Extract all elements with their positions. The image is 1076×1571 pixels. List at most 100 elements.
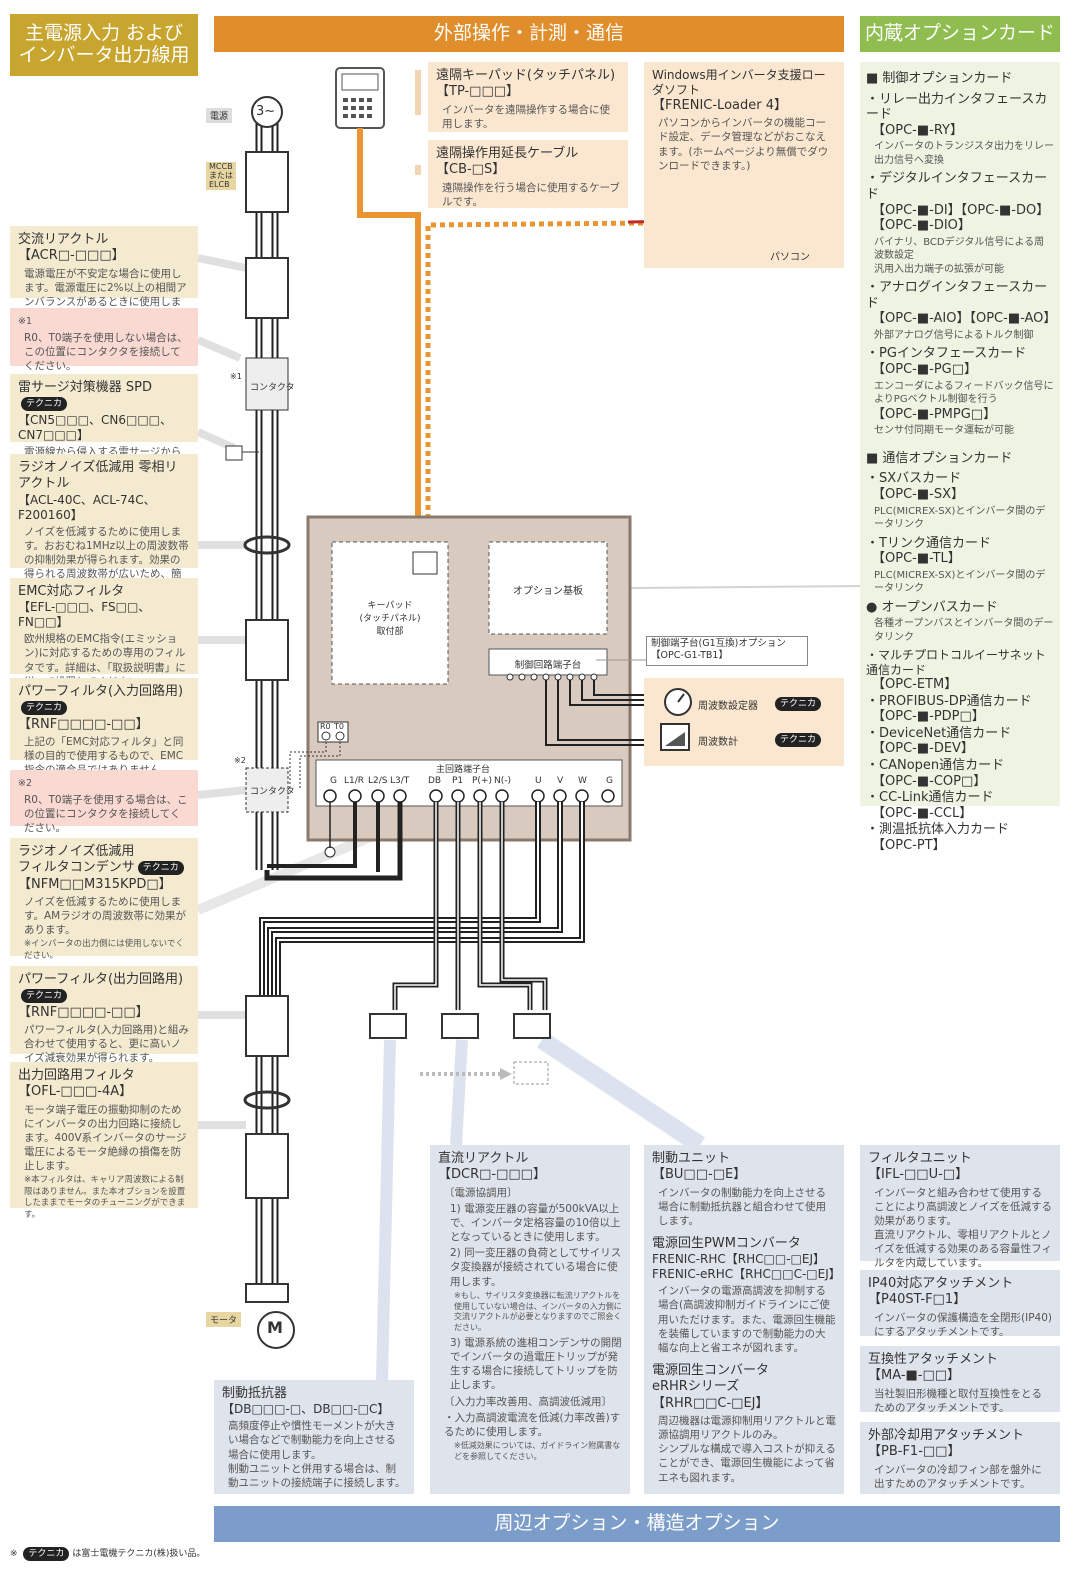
card-pg-code: 【OPC-■-PG□】 [872, 362, 978, 378]
pfout-title: パワーフィルタ(出力回路用) [18, 972, 184, 987]
r0-label: R0 [320, 722, 331, 731]
dbr-title: 制動抵抗器 [222, 1386, 288, 1401]
card-etm-name: ・マルチプロトコルイーサネット通信カード [866, 648, 1046, 677]
card-ccl-name: ・CC-Link通信カード [866, 790, 994, 806]
note2-mark: ※2 [18, 778, 33, 789]
card-aio-desc: 外部アナログ信号によるトルク制御 [874, 329, 1034, 341]
erhr-desc: 周辺機器は電源抑制用リアクトルと電源協調用リアクトルのみ。 シンプルな構成で導入… [658, 1414, 836, 1484]
supply-symbol: 3~ [256, 104, 276, 119]
note2-desc: R0、T0端子を使用する場合は、この位置にコンタクタを接続してください。 [24, 793, 188, 835]
bu-title: 制動ユニット [652, 1151, 731, 1166]
ifl-model: 【IFL-□□U-□】 [868, 1167, 969, 1183]
freq-setter-badge: テクニカ [775, 697, 822, 711]
pb-title: 外部冷却用アタッチメント [868, 1428, 1025, 1443]
t0-label: T0 [334, 722, 344, 731]
loader-box: Windows用インバータ支援ローダソフト 【FRENIC-Loader 4】 … [644, 62, 844, 268]
spd-badge: テクニカ [21, 396, 68, 411]
card-cop: ・CANopen通信カード 【OPC-■-COP□】 [866, 758, 1054, 789]
note1-desc: R0、T0端子を使用しない場合は、この位置にコンタクタを接続してください。 [24, 331, 188, 373]
ip40-title: IP40対応アタッチメント [868, 1276, 1014, 1291]
pb-desc: インバータの冷却フィン部を盤外に出すためのアタッチメントです。 [874, 1463, 1042, 1490]
control-section: ■ 制御オプションカード [866, 71, 1013, 86]
motor-symbol: M [267, 1318, 283, 1337]
pwm-title: 電源回生PWMコンバータ [652, 1236, 801, 1252]
pfin-box: パワーフィルタ(入力回路用)テクニカ 【RNF□□□□-□□】 上記の「EMC対… [10, 678, 198, 776]
freq-setter-label: 周波数設定器 [698, 701, 758, 712]
cap-badge: テクニカ [137, 860, 184, 875]
emc-model: 【EFL-□□□、FS□□、FN□□】 [18, 600, 151, 630]
option-board-label: オプション基板 [513, 586, 583, 597]
cap-title: ラジオノイズ低減用 フィルタコンデンサ [18, 844, 135, 876]
card-sx-code: 【OPC-■-SX】 [872, 486, 964, 502]
main-terminals: G L1/R L2/S L3/T DB P1 P(+) N(-) U V W G [316, 776, 622, 790]
card-pdp-name: ・PROFIBUS-DP通信カード [866, 693, 1032, 709]
bottom-header: 周辺オプション・構造オプション [214, 1506, 1060, 1542]
dcr-box: 直流リアクトル 【DCR□-□□□】 〔電源協調用〕 1) 電源変圧器の容量が5… [430, 1145, 630, 1494]
bu-model: 【BU□□-□E】 [652, 1167, 747, 1183]
zrl-title: ラジオノイズ低減用 零相リアクトル [18, 460, 178, 492]
card-etm-code: 【OPC-ETM】 [872, 677, 958, 693]
dcr-sub1: 〔電源協調用〕 [444, 1186, 518, 1199]
pb-box: 外部冷却用アタッチメント 【PB-F1-□□】 インバータの冷却フィン部を盤外に… [860, 1422, 1060, 1494]
card-sx-desc: PLC(MICREX-SX)とインバータ間のデータリンク [874, 505, 1046, 531]
cap-model: 【NFM□□M315KPD□】 [18, 876, 172, 892]
acr-model: 【ACR□-□□□】 [18, 248, 125, 264]
ofl-box: 出力回路用フィルタ 【OFL-□□□-4A】 モータ端子電圧の振動抑制のためにイ… [10, 1062, 198, 1220]
erhr-title: 電源回生コンバータ [652, 1363, 770, 1379]
ma-title: 互換性アタッチメント [868, 1352, 999, 1367]
dcr-p4: ・入力高調波電流を低減(力率改善)するために使用します。 [444, 1411, 621, 1438]
acr-desc: 電源電圧が不安定な場合に使用します。電源電圧に2%以上の相間アンバランスがあると… [24, 267, 187, 323]
card-dio-code2: 【OPC-■-DIO】 [872, 218, 971, 234]
card-open-desc: 各種オープンバスとインバータ間のデータリンク [874, 618, 1054, 643]
pfin-model: 【RNF□□□□-□□】 [18, 716, 149, 732]
bu-pwm-box: 制動ユニット 【BU□□-□E】 インバータの制動能力を向上させる場合に制動抵抗… [644, 1145, 844, 1494]
acr-title: 交流リアクトル [18, 232, 109, 247]
mccb-tag: MCCB または ELCB [206, 162, 236, 191]
ip40-box: IP40対応アタッチメント 【P40ST-F□1】 インバータの保護構造を全閉形… [860, 1270, 1060, 1338]
dcr-p4note: ※低減効果については、ガイドライン附属書などを参照してください。 [454, 1441, 621, 1461]
spd-model: 【CN5□□□、CN6□□□、CN7□□□】 [18, 412, 173, 442]
pwm-model2: FRENIC-eRHC【RHC□□C-□EJ】 [652, 1267, 841, 1282]
ofl-model: 【OFL-□□□-4A】 [18, 1084, 133, 1100]
spd-title: 雷サージ対策機器 SPD [18, 380, 152, 395]
card-tl-code: 【OPC-■-TL】 [872, 551, 961, 567]
card-pt-name: ・測温抵抗体入力カード [866, 822, 1010, 838]
card-ry-name: ・リレー出力インタフェースカード [866, 91, 1048, 123]
option-card-panel: ■ 制御オプションカード ・リレー出力インタフェースカード 【OPC-■-RY】… [860, 62, 1060, 853]
card-pg-desc2: センサ付同期モータ運転が可能 [874, 425, 1014, 437]
erhr-series: eRHRシリーズ [652, 1379, 740, 1395]
pfout-desc: パワーフィルタ(入力回路用)と組み合わせて使用すると、更に高いノイズ減衰効果が得… [24, 1023, 189, 1065]
pfin-title: パワーフィルタ(入力回路用) [18, 684, 184, 699]
card-aio-name: ・アナログインタフェースカード [866, 280, 1048, 311]
dcr-sub2: 〔入力力率改善用、高調波低減用〕 [444, 1395, 612, 1408]
footer-badge: テクニカ [23, 1546, 70, 1561]
cable-box: 遠隔操作用延長ケーブル 【CB-□S】 遠隔操作を行う場合に使用するケーブルです… [428, 140, 628, 208]
ofl-title: 出力回路用フィルタ [18, 1068, 135, 1083]
ip40-desc: インバータの保護構造を全閉形(IP40)にするアタッチメントです。 [874, 1311, 1052, 1338]
note1-box: ※1 R0、T0端子を使用しない場合は、この位置にコンタクタを接続してください。 [10, 308, 198, 372]
note2-box: ※2 R0、T0端子を使用する場合は、この位置にコンタクタを接続してください。 [10, 770, 198, 834]
terminal-db: DB [428, 776, 442, 786]
ifl-title: フィルタユニット [868, 1151, 972, 1166]
card-pt: ・測温抵抗体入力カード 【OPC-PT】 [866, 822, 1054, 853]
card-cop-code: 【OPC-■-COP□】 [872, 773, 987, 789]
card-ry: ・リレー出力インタフェースカード 【OPC-■-RY】 インバータのトランジスタ… [866, 92, 1054, 168]
cap-box: ラジオノイズ低減用 フィルタコンデンサテクニカ 【NFM□□M315KPD□】 … [10, 838, 198, 961]
card-tl-desc: PLC(MICREX-SX)とインバータ間のデータリンク [874, 569, 1046, 595]
pfout-model: 【RNF□□□□-□□】 [18, 1004, 149, 1020]
ma-desc: 当社製旧形機種と取付互換性をとるためのアタッチメントです。 [874, 1387, 1042, 1414]
zrl-model: 【ACL-40C、ACL-74C、F200160】 [18, 492, 156, 522]
terminal-g2: G [606, 776, 613, 786]
card-cop-name: ・CANopen通信カード [866, 758, 1005, 774]
card-pg: ・PGインタフェースカード 【OPC-■-PG□】 エンコーダによるフィードバッ… [866, 346, 1054, 437]
pfin-badge: テクニカ [21, 700, 68, 715]
dcr-p2note: ※もし、サイリスタ変換器に転流リアクトルを使用していない場合は、インバータの入力… [454, 1290, 622, 1333]
acr-box: 交流リアクトル 【ACR□-□□□】 電源電圧が不安定な場合に使用します。電源電… [10, 226, 198, 322]
card-dev-name: ・DeviceNet通信カード [866, 725, 1012, 741]
center-header: 外部操作・計測・通信 [214, 16, 844, 52]
pc-label: パソコン [770, 252, 810, 263]
dcr-p3: 3) 電源系統の進相コンデンサの開閉でインバータの過電圧トリップが発生する場合に… [450, 1336, 622, 1392]
zrl-box: ラジオノイズ低減用 零相リアクトル 【ACL-40C、ACL-74C、F2001… [10, 454, 198, 608]
freq-meter-badge: テクニカ [775, 733, 822, 747]
pfout-badge: テクニカ [21, 988, 68, 1003]
